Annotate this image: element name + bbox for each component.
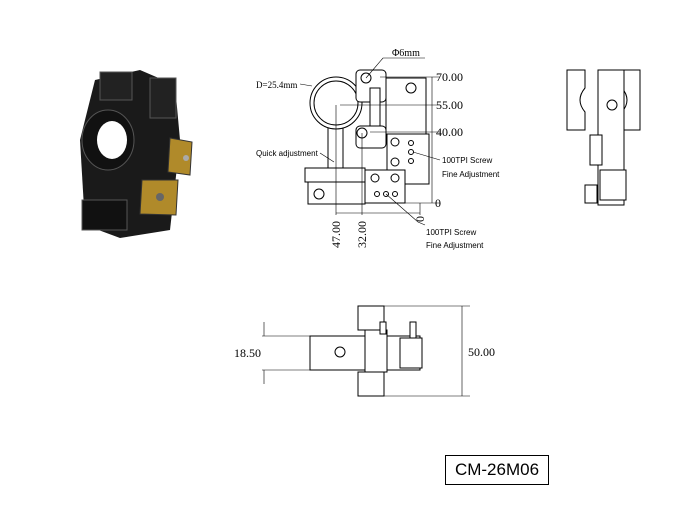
fine-adjustment-label-1a: 100TPI Screw [442,156,492,165]
side-view [566,69,641,206]
fine-adjustment-label-1b: Fine Adjustment [442,170,500,179]
fine-adjustment-label-2a: 100TPI Screw [426,228,476,237]
dim-55: 55.00 [436,98,463,112]
hole-diameter-label: Φ6mm [392,48,420,59]
dim-0-horizontal: 0 [413,216,427,222]
fine-adjustment-label-2b: Fine Adjustment [426,241,484,250]
quick-adjustment-label: Quick adjustment [256,149,319,158]
isometric-render [80,70,193,238]
dim-18-50: 18.50 [234,346,261,360]
dim-40: 40.00 [436,125,463,139]
diameter-label: D=25.4mm [256,80,297,90]
dim-0-vertical: 0 [435,196,441,210]
front-view: D=25.4mm Φ6mm 70.00 55.00 40.00 0 47.00 … [256,48,500,250]
dim-50: 50.00 [468,345,495,359]
top-view: 18.50 50.00 [234,305,495,397]
dim-47: 47.00 [329,221,343,248]
dim-70: 70.00 [436,70,463,84]
part-number-box: CM-26M06 [445,455,549,485]
dim-32: 32.00 [355,221,369,248]
